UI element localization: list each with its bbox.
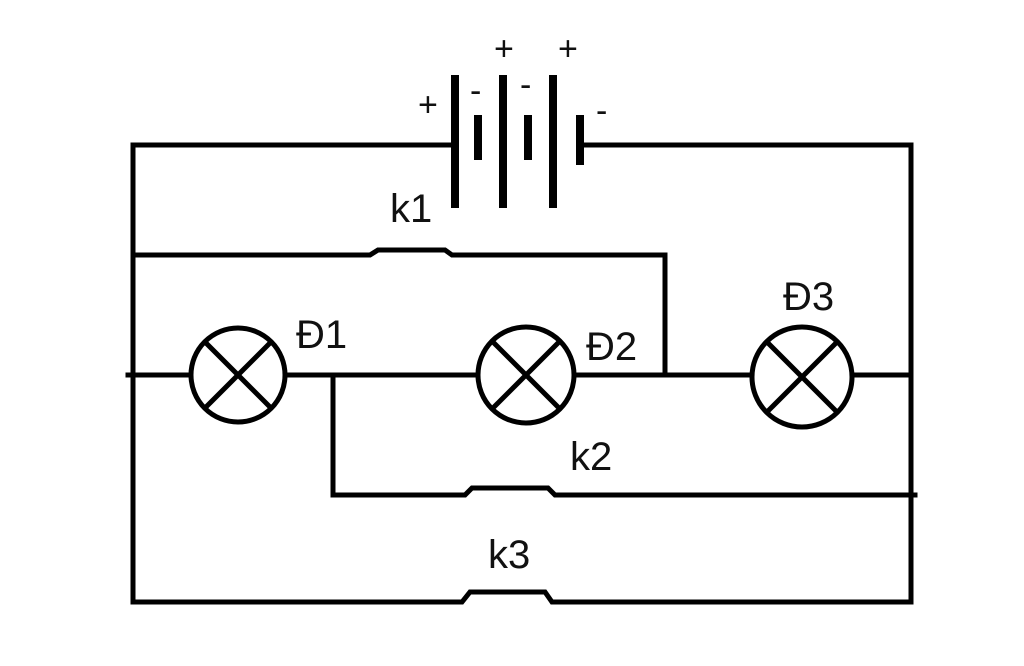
battery-plus-2: +	[494, 30, 514, 68]
label-d3: Đ3	[783, 275, 834, 319]
label-d2: Đ2	[586, 325, 637, 369]
lamp-d3-circle	[749, 324, 855, 430]
lamp-d3-cross-b	[765, 340, 839, 414]
label-k1: k1	[390, 187, 432, 231]
battery-plus-3: +	[558, 30, 578, 68]
lamp-d3	[749, 324, 855, 430]
battery-minus-1: -	[470, 72, 481, 110]
wire-k2-branch	[330, 372, 918, 498]
battery-minus-3: -	[596, 92, 607, 130]
battery-plus-1: +	[418, 86, 438, 124]
lamp-d1-circle	[188, 325, 288, 425]
battery	[451, 75, 584, 208]
label-d1: Đ1	[296, 313, 347, 357]
label-k2: k2	[570, 435, 612, 479]
lamp-d2	[475, 324, 577, 426]
lamp-d1	[188, 325, 288, 425]
lamp-d2-circle	[475, 324, 577, 426]
battery-minus-2: -	[520, 66, 531, 104]
lamp-d1-cross-b	[203, 340, 273, 410]
wire-k1-branch	[130, 247, 668, 378]
lamp-d2-cross-b	[490, 339, 562, 411]
label-k3: k3	[488, 533, 530, 577]
